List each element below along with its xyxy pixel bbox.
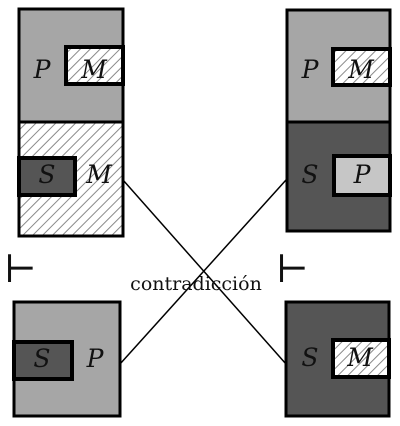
top-left-lower-inner-box xyxy=(17,156,77,197)
top-left-upper-inner-box xyxy=(64,45,125,86)
top-right-upper-inner-label: M xyxy=(347,55,375,84)
contradiction-line-topleft-bottomright xyxy=(122,179,287,365)
diagram-top-left: P M S M xyxy=(17,7,125,238)
contradiction-caption: contradicción xyxy=(130,273,262,295)
top-right-upper-outer-label: P xyxy=(301,55,320,84)
top-left-lower-outer-label: M xyxy=(85,160,113,189)
turnstile-right-icon: ⊢ xyxy=(276,247,309,291)
bottom-left-inner-box xyxy=(12,340,74,381)
top-left-upper-outer-label: P xyxy=(33,55,52,84)
contradiction-line-topright-bottomleft xyxy=(119,179,287,365)
bottom-right-outer-label: S xyxy=(301,343,318,372)
diagram-bottom-right: S M xyxy=(284,300,391,418)
diagram-bottom-left: S P xyxy=(12,300,122,418)
bottom-left-inner-label: S xyxy=(33,344,50,373)
turnstile-left-icon: ⊢ xyxy=(4,247,37,291)
top-right-lower-inner-box xyxy=(332,154,392,197)
bottom-right-inner-box xyxy=(331,338,391,379)
bottom-right-inner-label: M xyxy=(346,343,374,372)
top-right-lower-outer-label: S xyxy=(301,160,318,189)
top-right-upper-inner-box xyxy=(331,47,392,87)
top-left-lower-inner-label: S xyxy=(38,160,55,189)
bottom-left-outer-label: P xyxy=(86,344,105,373)
top-right-lower-inner-label: P xyxy=(353,160,372,189)
top-left-upper-inner-label: M xyxy=(80,55,108,84)
diagram-top-right: P M S P xyxy=(285,8,392,233)
